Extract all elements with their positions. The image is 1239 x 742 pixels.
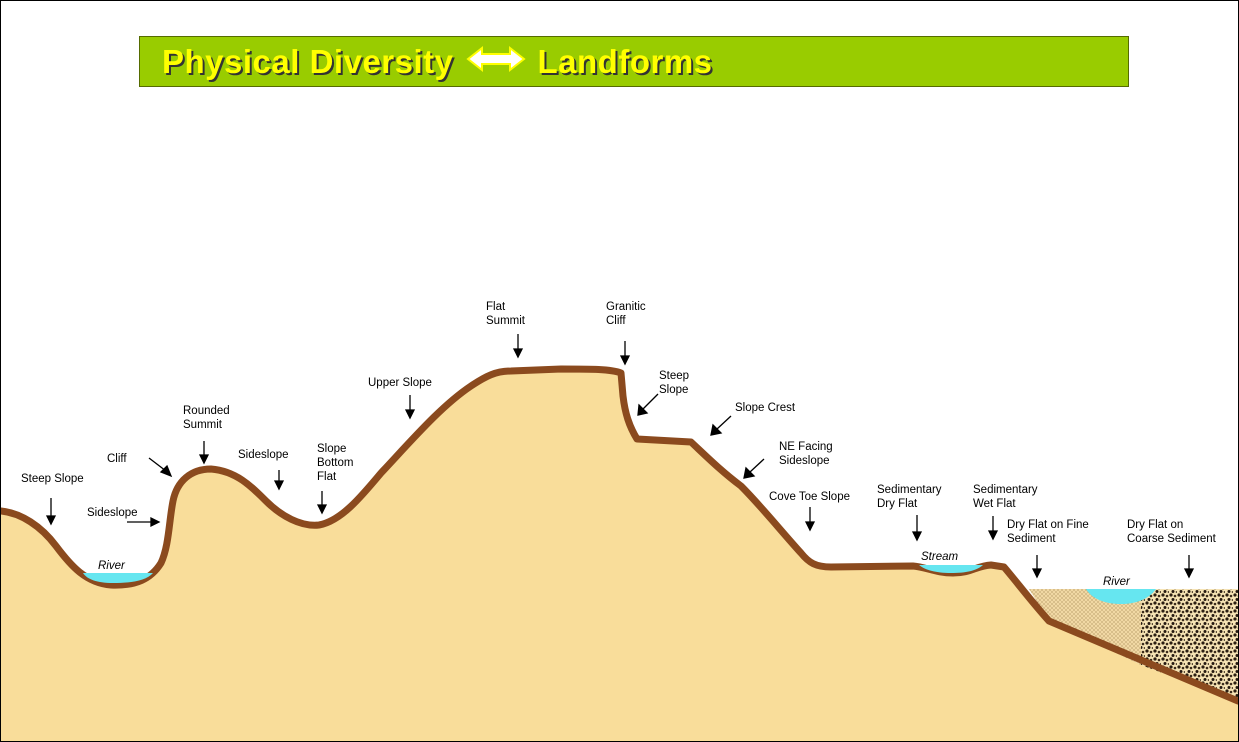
label-river-right: River — [1103, 576, 1131, 588]
arrow-steep-slope-left — [45, 498, 57, 526]
title-banner: Physical Diversity Landforms — [139, 36, 1129, 87]
arrow-sedimentary-wet-flat — [987, 516, 999, 541]
arrow-granitic-cliff — [619, 341, 631, 366]
stream-water — [919, 565, 983, 573]
arrow-sideslope-mid — [273, 470, 285, 491]
label-cove-toe-slope: Cove Toe Slope — [769, 491, 850, 503]
arrow-sideslope-left — [127, 516, 161, 528]
label-sideslope-mid: Sideslope — [238, 449, 289, 461]
label-upper-slope: Upper Slope — [368, 377, 432, 389]
arrow-ne-facing-sideslope — [743, 458, 765, 479]
label-slope-crest: Slope Crest — [735, 402, 796, 414]
label-stream: Stream — [921, 551, 958, 563]
arrow-steep-slope-right — [637, 393, 659, 416]
arrow-flat-summit — [512, 334, 524, 359]
arrow-sedimentary-dry-flat — [911, 515, 923, 542]
arrow-cove-toe-slope — [804, 507, 816, 532]
arrow-upper-slope — [404, 395, 416, 420]
label-cliff: Cliff — [107, 453, 127, 465]
arrow-slope-crest — [710, 415, 732, 436]
arrow-dry-flat-coarse — [1183, 555, 1195, 579]
label-river-left: River — [98, 560, 126, 572]
arrow-dry-flat-fine — [1031, 555, 1043, 579]
arrow-cliff — [148, 457, 173, 478]
river-right-water — [1086, 589, 1156, 604]
title-left-text: Physical Diversity — [162, 42, 454, 80]
arrows — [45, 334, 1195, 579]
river-left-water — [83, 573, 153, 583]
title-right-text: Landforms — [537, 42, 713, 80]
label-steep-slope-left: Steep Slope — [21, 473, 84, 485]
terrain-outline — [1, 365, 1238, 705]
label-sideslope-left: Sideslope — [87, 507, 138, 519]
double-arrow-icon — [465, 45, 526, 78]
terrain-body — [1, 369, 1238, 741]
arrow-slope-bottom-flat — [316, 491, 328, 515]
arrow-rounded-summit — [198, 441, 210, 465]
